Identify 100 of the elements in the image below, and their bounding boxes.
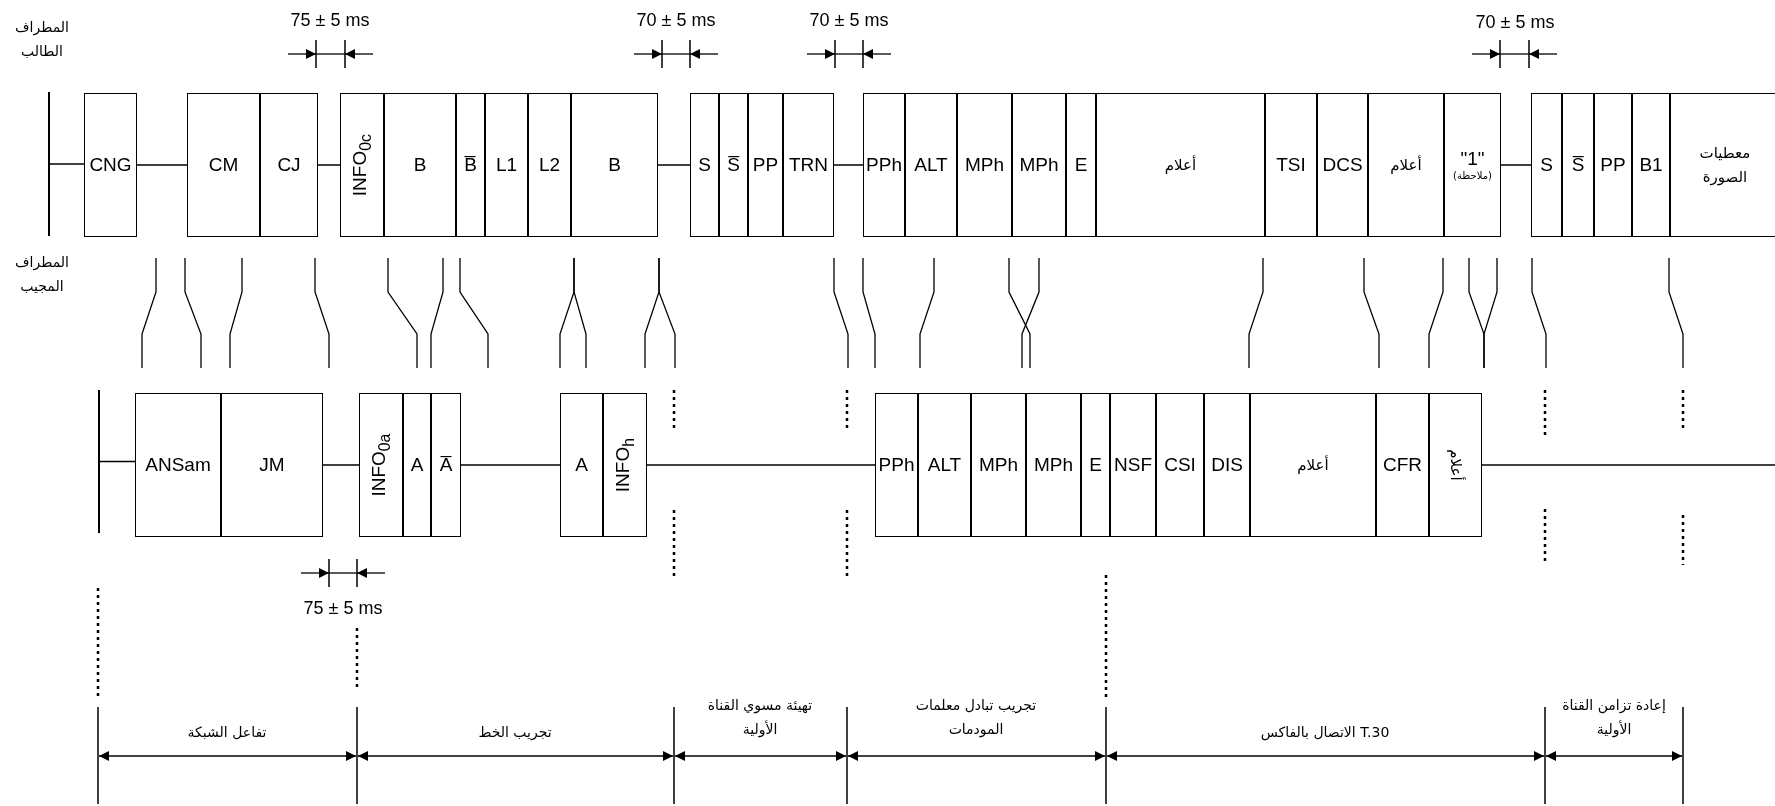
signal-label: PPh (866, 154, 902, 176)
signal-label: E (1089, 454, 1102, 476)
signal-cell (1096, 93, 1265, 237)
signal-cell (1531, 93, 1562, 237)
timeline-bar (98, 390, 100, 533)
signal-line (322, 464, 360, 466)
signal-line (49, 163, 85, 165)
signal-label: PPh (878, 454, 915, 476)
signal-label: S̅ (1571, 154, 1585, 176)
phase-label: تجريب تبادل معلمات المودمات (914, 696, 1038, 740)
signal-cell (1026, 393, 1081, 537)
signal-label: B1 (1639, 154, 1663, 176)
signal-cell (528, 93, 571, 237)
timeline-bar (48, 92, 50, 236)
signal-line (99, 460, 136, 463)
signal-line (833, 164, 864, 166)
signal-cell (260, 93, 318, 237)
signal-cell (1081, 393, 1110, 537)
signal-cell (485, 93, 528, 237)
signal-cell (875, 393, 918, 537)
signal-label: ALT (927, 454, 962, 476)
signal-cell (1110, 393, 1156, 537)
signal-label: معطيات الصورة (1698, 143, 1752, 188)
signal-cell (1368, 93, 1444, 237)
signal-cell (187, 93, 260, 237)
signal-label: A (575, 454, 588, 476)
timing-label: 70 ± 5 ms (1475, 11, 1555, 33)
signal-cell (1670, 93, 1775, 237)
timing-label: 75 ± 5 ms (303, 597, 383, 619)
signal-label: "1" (1460, 149, 1485, 170)
signal-label: CM (208, 154, 239, 176)
phase-label: الاتصال بالفاكس T.30 (1260, 723, 1390, 743)
terminal-label: المطراف الطالب (14, 18, 70, 61)
signal-label: S̅ (727, 154, 740, 176)
signal-label: MPh (978, 454, 1019, 476)
signal-line (657, 164, 691, 166)
signal-cell (359, 393, 403, 537)
signal-cell (1317, 93, 1368, 237)
signal-label: E (1074, 154, 1088, 176)
signal-line (646, 464, 876, 466)
signal-cell (221, 393, 323, 537)
signal-line (317, 164, 341, 166)
signal-cell (135, 393, 221, 537)
signal-cell (783, 93, 834, 237)
signal-label: B̅ (464, 154, 477, 176)
signal-label: ANSam (145, 454, 211, 476)
signal-cell (1204, 393, 1250, 537)
signal-label: B (413, 154, 427, 176)
signal-cell (918, 393, 971, 537)
signal-label: (ملاحظة) (1453, 169, 1492, 181)
signal-label: A̅ (439, 454, 453, 476)
phase-label: تفاعل الشبكة (187, 723, 267, 743)
signal-label: أعلام (1297, 454, 1329, 476)
terminal-label: المطراف المجيب (14, 253, 70, 296)
signal-cell (456, 93, 485, 237)
signal-label: CNG (89, 154, 132, 176)
signal-label: TSI (1276, 154, 1306, 176)
signal-label: CFR (1382, 454, 1423, 476)
signal-cell (719, 93, 748, 237)
signal-cell (863, 93, 905, 237)
phase-label: إعادة تزامن القناة الأولية (1561, 696, 1667, 740)
signal-cell (560, 393, 603, 537)
signal-cell (571, 93, 658, 237)
signal-cell (1444, 93, 1501, 237)
signal-label: S (698, 154, 711, 176)
signal-cell (1250, 393, 1376, 537)
signal-cell (84, 93, 137, 237)
signal-cell (957, 93, 1012, 237)
signal-line (1500, 164, 1532, 166)
signal-cell (384, 93, 456, 237)
signal-cell (1429, 393, 1482, 537)
signal-label: CJ (277, 154, 301, 176)
signal-label: DCS (1322, 154, 1363, 176)
signal-label: MPh (1019, 154, 1059, 176)
signal-label: أعلام (1390, 154, 1422, 176)
signal-label: PP (1600, 154, 1626, 176)
signal-label: S (1540, 154, 1553, 176)
signal-label: NSF (1114, 454, 1152, 476)
signal-label: MPh (1033, 454, 1074, 476)
signal-cell (1562, 93, 1594, 237)
timing-label: 75 ± 5 ms (290, 9, 370, 31)
signal-label: CSI (1164, 454, 1196, 476)
signal-cell (1265, 93, 1317, 237)
signal-label: A (410, 454, 424, 476)
phase-label: تهيئة مسوي القناة الأولية (707, 696, 813, 740)
signal-label: ALT (914, 154, 948, 176)
signal-label: DIS (1211, 454, 1243, 476)
signal-cell (1594, 93, 1632, 237)
signal-line (136, 164, 188, 166)
signal-label: PP (752, 154, 779, 176)
signal-label: B (608, 154, 621, 176)
signal-label: L2 (538, 154, 561, 176)
signal-line (460, 464, 561, 466)
signal-cell (971, 393, 1026, 537)
signal-cell (905, 93, 957, 237)
timing-label: 70 ± 5 ms (809, 9, 889, 31)
signal-label: L1 (495, 154, 518, 176)
phase-label: تجريب الخط (478, 723, 552, 743)
signal-label: JM (259, 454, 285, 476)
signal-label: أعلام (1445, 449, 1467, 481)
